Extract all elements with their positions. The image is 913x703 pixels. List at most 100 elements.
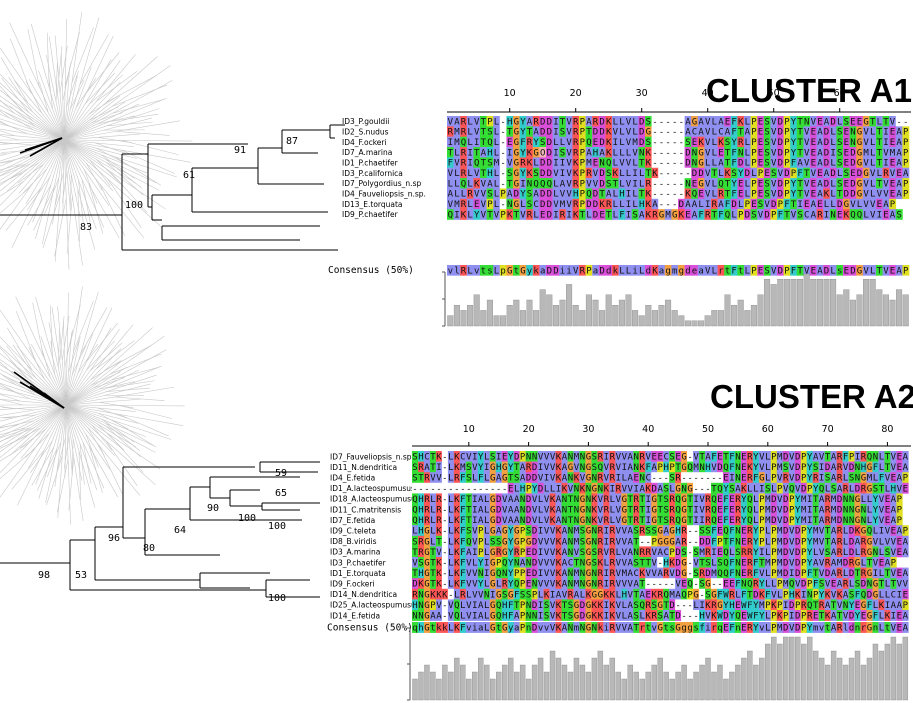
residue-letter: G [424,611,429,621]
residue-letter: H [593,148,598,158]
residue-letter: P [784,190,790,200]
residue-letter: S [533,169,538,179]
residue-letter: S [771,169,776,179]
residue-cell [483,525,491,537]
residue-cell [486,157,494,169]
conservation-bar [507,657,514,701]
residue-letter: A [628,474,634,484]
residue-letter: L [753,505,758,515]
residue-cell [612,178,619,189]
residue-cell [435,472,443,484]
residue-cell [664,116,672,127]
residue-cell [559,178,567,189]
residue-letter: G [586,548,591,558]
residue-letter: E [758,159,763,169]
residue-letter: Y [873,495,879,505]
residue-letter: N [873,452,878,462]
residue-letter: A [718,200,724,210]
conservation-bar [555,657,562,701]
residue-letter: H [573,190,578,200]
residue-letter: K [738,117,744,127]
residue-letter: V [472,463,478,473]
residue-cell [555,461,562,473]
residue-letter: V [481,200,487,210]
residue-cell [486,126,494,137]
residue-cell [453,188,461,200]
conservation-bar [473,294,480,327]
residue-letter: I [830,148,835,158]
residue-letter: I [604,527,609,537]
residue-letter: M [574,527,580,537]
residue-cell [711,136,718,148]
residue-letter: V [783,484,789,494]
residue-cell [823,167,831,179]
consensus-letter: L [639,266,644,276]
residue-letter: I [807,505,812,515]
residue-letter: A [698,128,704,138]
consensus-letter: a [514,623,519,633]
residue-cell [675,472,682,484]
residue-cell [788,493,796,505]
residue-cell [615,451,622,462]
residue-cell [790,136,798,148]
gap-letter: - [687,558,692,568]
residue-cell [889,178,897,189]
consensus-letter: V [883,266,889,276]
residue-letter: G [502,474,507,484]
residue-cell [752,493,760,505]
residue-letter: D [778,159,783,169]
residue-letter: L [830,179,835,189]
residue-letter: V [544,516,550,526]
residue-cell [829,188,837,200]
residue-letter: I [632,179,637,189]
residue-cell [585,178,593,189]
residue-letter: Q [496,569,501,579]
residue-cell [592,126,600,137]
consensus-cell [790,265,798,276]
residue-letter: G [698,179,703,189]
residue-letter: V [699,505,705,515]
consensus-letter: i [566,266,571,276]
residue-letter: L [712,159,717,169]
consensus-letter: k [533,266,539,276]
residue-letter: E [885,516,890,526]
residue-cell [543,461,550,473]
residue-letter: A [903,537,909,547]
residue-letter: A [556,495,562,505]
residue-cell [860,504,867,515]
residue-cell [869,188,877,200]
residue-cell [878,504,885,515]
residue-cell [519,472,526,484]
residue-letter: N [741,580,746,590]
residue-letter: K [580,484,586,494]
conservation-bar [816,279,823,327]
conservation-bar [612,305,619,327]
residue-letter: V [598,495,604,505]
residue-letter: V [879,516,885,526]
residue-cell [757,198,765,210]
residue-cell [598,157,606,169]
residue-letter: E [890,159,895,169]
residue-cell [621,451,628,462]
residue-letter: L [538,590,543,600]
residue-letter: S [764,148,769,158]
ruler-label: 50 [768,88,780,99]
residue-letter: D [526,516,531,526]
residue-letter: T [885,452,891,462]
residue-cell [585,147,593,158]
residue-letter: R [436,495,442,505]
residue-letter: G [857,179,862,189]
gap-letter: - [687,527,692,537]
residue-letter: D [731,200,736,210]
residue-letter: A [883,200,889,210]
consensus-letter: n [855,623,860,633]
residue-letter: F [460,548,465,558]
residue-letter: D [639,128,644,138]
residue-letter: V [532,495,538,505]
residue-letter: F [711,527,716,537]
residue-letter: L [619,138,624,148]
residue-cell [631,167,639,179]
residue-cell [645,493,652,505]
residue-letter: F [460,516,465,526]
